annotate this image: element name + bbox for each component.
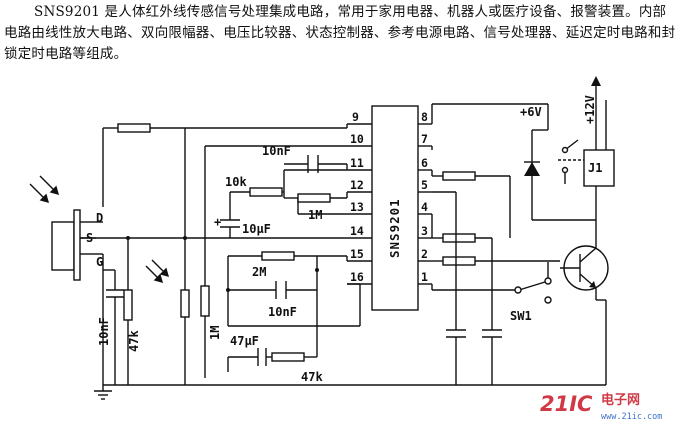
capacitor-10nf-mid: [275, 281, 287, 299]
switch-contact-c: [544, 296, 552, 304]
label-10k: 10k: [225, 175, 247, 189]
relay-coil: [583, 149, 615, 187]
label-6v: +6V: [520, 105, 542, 119]
pin-9: 9: [352, 110, 359, 124]
resistor-10k: [249, 187, 283, 197]
label-10nf-left: 10nF: [97, 317, 111, 346]
resistor-top: [117, 123, 151, 133]
pin-1: 1: [421, 270, 428, 284]
svg-text:21IC: 21IC: [540, 392, 593, 416]
switch-contact-b: [544, 277, 552, 285]
label-12v: +12V: [583, 95, 597, 124]
pin-16: 16: [350, 270, 364, 284]
ic-label: SNS9201: [387, 198, 402, 258]
capacitor-10nf-top: [307, 155, 319, 173]
label-1m-feedback: 1M: [308, 208, 322, 222]
label-2m: 2M: [252, 265, 266, 279]
resistor-1m-feedback: [297, 193, 331, 203]
label-sw1: SW1: [510, 309, 532, 323]
resistor-47k-left: [123, 289, 133, 321]
label-10uf: 10μF: [242, 222, 271, 236]
photo-resistor: [180, 289, 190, 318]
switch-contact-a: [514, 286, 522, 294]
pin-15: 15: [350, 247, 364, 261]
label-j1: J1: [588, 161, 602, 175]
pin-5: 5: [421, 178, 428, 192]
relay-contacts: [558, 139, 584, 184]
svg-text:电子网: 电子网: [601, 392, 640, 408]
pin-2: 2: [421, 247, 428, 261]
resistor-2m: [261, 251, 295, 261]
ic-body: [371, 105, 419, 311]
capacitor-10uf: [220, 219, 240, 238]
label-1m-left: 1M: [208, 326, 222, 340]
pin-10: 10: [350, 132, 364, 146]
description-text: SNS9201 是人体红外线传感信号处理集成电路，常用于家用电器、机器人或医疗设…: [4, 4, 676, 62]
ir-arrows: [29, 175, 170, 284]
arrow-12v: [591, 76, 601, 100]
resistor-pin6: [442, 171, 476, 181]
label-47k-bottom: 47k: [301, 370, 323, 384]
label-10nf-top: 10nF: [262, 144, 291, 158]
pin-6: 6: [421, 156, 428, 170]
capacitor-47uf: [257, 348, 267, 366]
capacitor-pin5: [446, 329, 466, 385]
ground-symbol: [94, 385, 112, 400]
capacitor-pin3: [482, 329, 502, 385]
pin-4: 4: [421, 200, 428, 214]
pin-13: 13: [350, 200, 364, 214]
pin-11: 11: [350, 156, 364, 170]
watermark-logo: 21IC 电子网 www.21ic.com: [540, 392, 662, 422]
diode: [524, 161, 540, 176]
pin-12: 12: [350, 178, 364, 192]
label-g: G: [96, 255, 103, 269]
pin-14: 14: [350, 224, 364, 238]
label-10nf-mid: 10nF: [268, 305, 297, 319]
label-s: S: [86, 231, 93, 245]
resistor-pin2: [442, 256, 476, 266]
label-47uf: 47μF: [230, 334, 259, 348]
pin-8: 8: [421, 110, 428, 124]
resistor-47k-bottom: [271, 352, 305, 362]
label-47k-left: 47k: [127, 330, 141, 352]
svg-text:www.21ic.com: www.21ic.com: [601, 412, 662, 422]
label-d: D: [96, 211, 103, 225]
pir-sensor: [51, 209, 96, 281]
capacitor-10nf-left: [103, 269, 124, 385]
pin-7: 7: [421, 132, 428, 146]
pin-3: 3: [421, 224, 428, 238]
resistor-1m-left: [200, 285, 210, 317]
resistor-pin3: [442, 233, 476, 243]
label-plus: +: [214, 215, 221, 229]
transistor: [560, 245, 609, 291]
